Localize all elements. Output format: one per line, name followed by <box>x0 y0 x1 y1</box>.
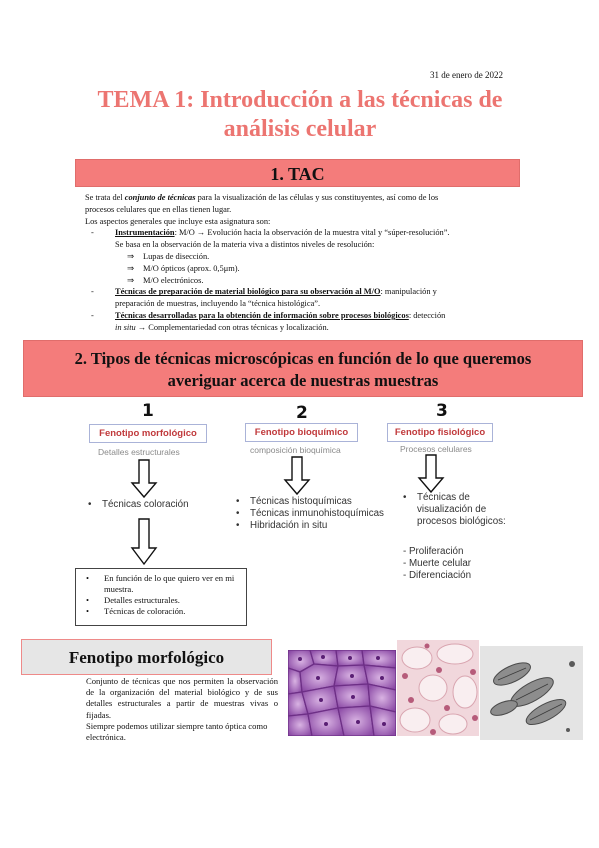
list-item: Detalles estructurales. <box>84 595 242 606</box>
double-arrow-icon: ⇒ <box>127 251 135 261</box>
arrow-item-text: M/O ópticos (aprox. 0,5μm). <box>143 263 240 273</box>
section-2-heading-band: 2. Tipos de técnicas microscópicas en fu… <box>23 340 583 397</box>
list-item: En función de lo que quiero ver en mi mu… <box>84 573 242 595</box>
item-1-bold: Instrumentación <box>115 228 175 238</box>
column-number-3: 3 <box>436 401 448 421</box>
section-1-body: Se trata del conjunto de técnicas para l… <box>85 192 517 334</box>
list-item-preparacion: - Técnicas de preparación de material bio… <box>85 286 517 298</box>
item-1-sub: Se basa en la observación de la materia … <box>115 240 375 250</box>
section-3-heading-box: Fenotipo morfológico <box>21 639 272 675</box>
list-item: - Muerte celular <box>403 558 472 569</box>
item-3-italic: in situ <box>115 322 136 332</box>
intro-prefix: Se trata del <box>85 193 125 202</box>
arrow-item-1: ⇒ M/O ópticos (aprox. 0,5μm). <box>85 263 517 275</box>
column-number-2: 2 <box>296 403 308 423</box>
section-2-heading-line-1: 2. Tipos de técnicas microscópicas en fu… <box>74 349 532 368</box>
summary-box: En función de lo que quiero ver en mi mu… <box>75 568 247 626</box>
caption-composicion-bioquimica: composición bioquímica <box>250 445 341 455</box>
list-item-tecnicas: - Técnicas desarrolladas para la obtenció… <box>85 310 517 322</box>
column-2-items: Técnicas histoquímicas Técnicas inmunohi… <box>236 496 384 532</box>
arrow-item-text: M/O electrónicos. <box>143 275 204 285</box>
double-arrow-icon: ⇒ <box>127 263 135 273</box>
item-2-bold: Técnicas de preparación de material biol… <box>115 287 381 297</box>
dash-marker: - <box>91 228 94 238</box>
page-title: TEMA 1: Introducción a las técnicas de a… <box>30 86 570 144</box>
micrograph-pink-tissue <box>397 640 479 736</box>
list-item: Técnicas coloración <box>88 499 189 511</box>
arrow-item-2: ⇒ M/O electrónicos. <box>85 275 517 287</box>
section-3-heading: Fenotipo morfológico <box>68 648 225 667</box>
dash-marker: - <box>91 287 94 297</box>
column-1-items: Técnicas coloración <box>88 499 189 511</box>
section-1-heading: 1. TAC <box>270 164 325 184</box>
section-1-heading-band: 1. TAC <box>75 159 520 187</box>
down-arrow-icon <box>130 518 158 566</box>
label-fenotipo-bioquimico: Fenotipo bioquímico <box>245 423 358 442</box>
list-item: Hibridación in situ <box>236 520 384 532</box>
list-item-continued: procesos biológicos: <box>417 516 506 527</box>
list-item-instrumentacion: - Instrumentación: M/O → Evolución hacia … <box>85 227 517 239</box>
item-2-rest-2: preparación de muestras, incluyendo la “… <box>115 299 321 309</box>
caption-detalles-estructurales: Detalles estructurales <box>98 447 180 457</box>
item-3-line-2: in situ → Complementariedad con otras té… <box>85 322 517 334</box>
section-3-paragraph-1: Conjunto de técnicas que nos permiten la… <box>86 676 278 720</box>
item-3-bold: Técnicas desarrolladas para la obtención… <box>115 310 409 320</box>
list-item: - Proliferación <box>403 546 464 557</box>
arrow-item-0: ⇒ Lupas de disección. <box>85 251 517 263</box>
down-arrow-icon <box>283 456 311 496</box>
intro-rest-1: para la visualización de las células y s… <box>195 193 439 202</box>
item-1-rest: : M/O → Evolución hacia la observación d… <box>174 228 450 238</box>
list-item-continued: visualización de <box>417 504 487 515</box>
aspects-intro: Los aspectos generales que incluye esta … <box>85 216 271 226</box>
arrow-item-text: Lupas de disección. <box>143 251 210 261</box>
title-line-2: análisis celular <box>223 116 377 142</box>
label-fenotipo-fisiologico: Fenotipo fisiológico <box>387 423 493 442</box>
double-arrow-icon: ⇒ <box>127 275 135 285</box>
section-3-paragraph-2: Siempre podemos utilizar siempre tanto ó… <box>86 720 268 743</box>
caption-procesos-celulares: Procesos celulares <box>400 444 472 454</box>
document-date: 31 de enero de 2022 <box>430 70 503 80</box>
dash-marker: - <box>91 310 94 320</box>
item-3-rest-1: : detección <box>408 310 446 320</box>
column-3-subitems: - Proliferación - Muerte celular - Difer… <box>403 546 471 582</box>
section-3-body: Conjunto de técnicas que nos permiten la… <box>86 676 278 743</box>
list-item: Técnicas inmunohistoquímicas <box>236 508 384 520</box>
section-2-heading-line-2: averiguar acerca de nuestras muestras <box>167 371 439 390</box>
title-line-1: TEMA 1: Introducción a las técnicas de <box>97 87 503 113</box>
list-item: Técnicas de <box>403 492 506 504</box>
column-3-items: Técnicas de visualización de procesos bi… <box>403 492 506 528</box>
label-fenotipo-morfologico: Fenotipo morfológico <box>89 424 207 443</box>
down-arrow-icon <box>417 454 445 494</box>
item-3-rest-2: → Complementariedad con otras técnicas y… <box>135 322 329 332</box>
down-arrow-icon <box>130 459 158 499</box>
intro-paragraph: Se trata del conjunto de técnicas para l… <box>85 192 517 204</box>
intro-rest-2: procesos celulares que en ellas tienen l… <box>85 204 232 214</box>
list-item: Técnicas histoquímicas <box>236 496 384 508</box>
micrograph-purple-tissue <box>288 650 396 736</box>
list-item: - Diferenciación <box>403 570 472 581</box>
intro-bold: conjunto de técnicas <box>124 193 196 202</box>
column-number-1: 1 <box>142 401 154 421</box>
list-item: Técnicas de coloración. <box>84 606 242 617</box>
micrograph-electron-organelles <box>480 646 583 740</box>
section-2-heading: 2. Tipos de técnicas microscópicas en fu… <box>24 341 582 392</box>
item-2-rest-1: : manipulación y <box>380 287 437 297</box>
